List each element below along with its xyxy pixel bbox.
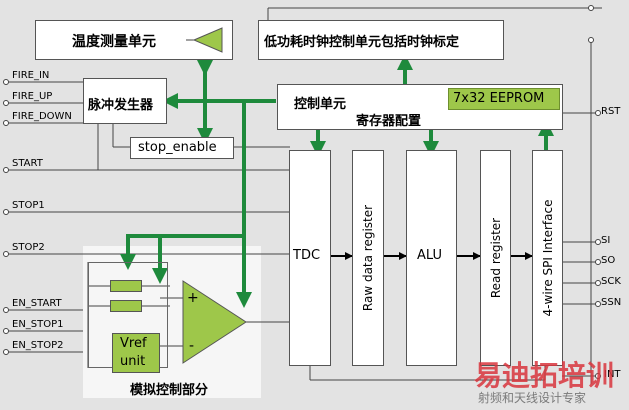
tdc-label: TDC bbox=[293, 248, 321, 263]
resistor-1 bbox=[110, 280, 142, 292]
pulse-generator-label: 脉冲发生器 bbox=[88, 98, 154, 113]
low-power-clock-label: 低功耗时钟控制单元包括时钟标定 bbox=[264, 35, 460, 50]
watermark-main: 易迪拓培训 bbox=[474, 359, 615, 392]
control-unit-label: 控制单元 bbox=[294, 97, 347, 112]
stop-enable-block bbox=[130, 137, 234, 159]
alu-block bbox=[406, 150, 457, 366]
pin-start: START bbox=[12, 158, 43, 169]
temp-sensor-triangle-icon bbox=[186, 27, 223, 53]
eeprom-block bbox=[448, 88, 560, 110]
analog-section-label: 模拟控制部分 bbox=[130, 383, 209, 398]
pin-so: SO bbox=[601, 255, 616, 266]
pin-fire-in: FIRE_IN bbox=[12, 70, 50, 81]
spi-interface-block: 4-wire SPI Interface bbox=[532, 150, 563, 366]
read-register-block: Read register bbox=[480, 150, 511, 366]
watermark-sub: 射频和天线设计专家 bbox=[478, 391, 587, 405]
temp-measure-unit bbox=[35, 20, 233, 60]
pin-stop2: STOP2 bbox=[12, 242, 45, 253]
pin-stop1: STOP1 bbox=[12, 200, 45, 211]
vref-label-line2: unit bbox=[120, 354, 146, 369]
raw-data-register-block: Raw data register bbox=[352, 150, 384, 366]
pin-ssn: SSN bbox=[601, 297, 622, 308]
pin-sck: SCK bbox=[601, 276, 621, 287]
vref-label-line1: Vref bbox=[120, 336, 147, 351]
alu-label: ALU bbox=[417, 248, 443, 263]
temp-measure-label: 温度测量单元 bbox=[72, 34, 156, 50]
tdc-block bbox=[289, 150, 331, 366]
opamp-minus-label: - bbox=[189, 338, 195, 354]
pin-rst: RST bbox=[601, 106, 621, 117]
pin-fire-down: FIRE_DOWN bbox=[12, 111, 72, 122]
pin-en-stop1: EN_STOP1 bbox=[12, 319, 64, 330]
pin-si: SI bbox=[601, 235, 611, 246]
eeprom-label: 7x32 EEPROM bbox=[453, 91, 545, 106]
stop-enable-label: stop_enable bbox=[138, 140, 217, 155]
vref-unit-block bbox=[112, 333, 160, 373]
spi-interface-label: 4-wire SPI Interface bbox=[540, 199, 555, 317]
opamp-triangle-icon bbox=[182, 280, 247, 364]
pin-en-stop2: EN_STOP2 bbox=[12, 340, 64, 351]
read-register-label: Read register bbox=[488, 217, 503, 299]
resistor-2 bbox=[110, 300, 142, 312]
pin-int: INT bbox=[604, 369, 621, 380]
register-config-label: 寄存器配置 bbox=[356, 114, 422, 129]
pin-fire-up: FIRE_UP bbox=[12, 91, 53, 102]
pin-en-start: EN_START bbox=[12, 298, 62, 309]
opamp-plus-label: + bbox=[187, 290, 199, 306]
low-power-clock-unit bbox=[258, 20, 504, 60]
raw-data-register-label: Raw data register bbox=[361, 204, 375, 312]
pulse-generator bbox=[83, 78, 167, 124]
